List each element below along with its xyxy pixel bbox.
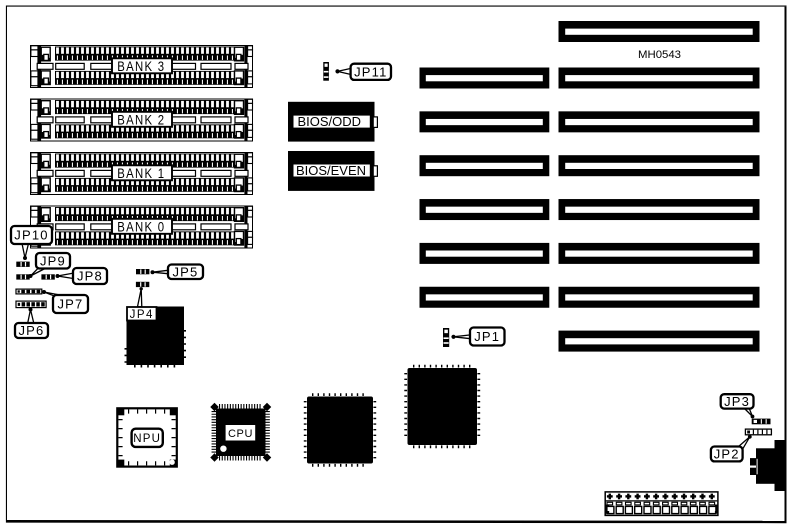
- svg-text:JP1: JP1: [474, 329, 500, 344]
- svg-text:CPU: CPU: [228, 428, 253, 440]
- svg-text:JP2: JP2: [714, 447, 740, 462]
- svg-text:JP5: JP5: [172, 264, 198, 279]
- svg-text:BANK 1: BANK 1: [117, 166, 165, 181]
- svg-text:JP7: JP7: [57, 297, 83, 312]
- svg-text:BIOS/EVEN: BIOS/EVEN: [296, 163, 366, 178]
- svg-text:JP8: JP8: [77, 269, 103, 284]
- svg-text:BANK 0: BANK 0: [117, 219, 165, 234]
- svg-text:BANK 3: BANK 3: [117, 59, 165, 74]
- svg-text:JP9: JP9: [40, 253, 66, 268]
- svg-text:JP6: JP6: [18, 323, 44, 338]
- svg-text:JP10: JP10: [14, 228, 48, 243]
- svg-text:NPU: NPU: [133, 433, 161, 445]
- svg-text:BIOS/ODD: BIOS/ODD: [298, 114, 362, 129]
- svg-text:BANK 2: BANK 2: [117, 112, 165, 127]
- svg-text:JP3: JP3: [724, 394, 750, 409]
- svg-text:JP11: JP11: [354, 65, 387, 80]
- svg-text:JP4: JP4: [130, 309, 154, 321]
- svg-text:MH0543: MH0543: [638, 49, 681, 61]
